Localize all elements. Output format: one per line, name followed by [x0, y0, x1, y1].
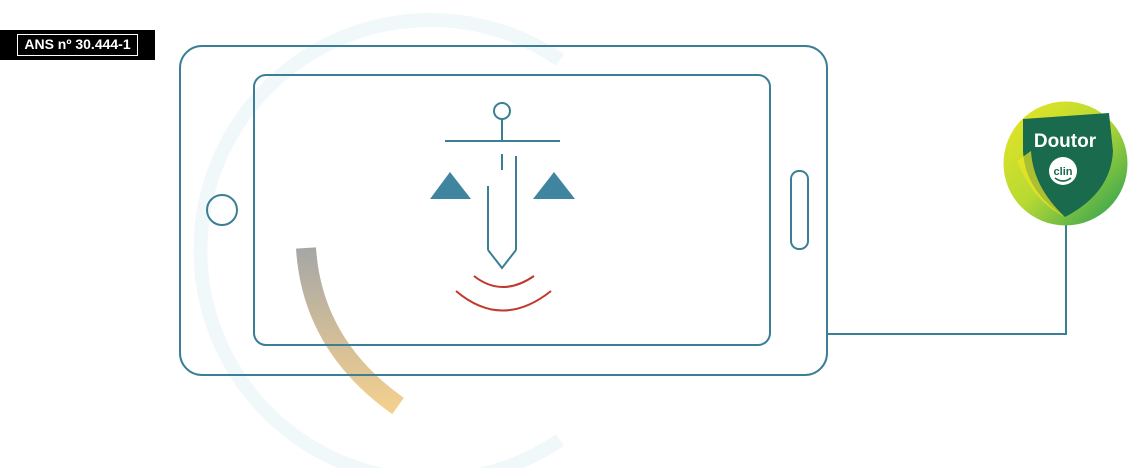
phone-side-button [790, 170, 809, 250]
doutor-clin-logo: Doutor clin [1003, 101, 1128, 226]
phone-screen [253, 74, 771, 346]
ans-registration-badge: ANS nº 30.444-1 [0, 30, 155, 60]
phone-home-button [206, 194, 238, 226]
phone-body [179, 45, 828, 376]
scales-of-justice-icon [430, 102, 575, 270]
signal-waves-icon [455, 275, 552, 312]
background-arc [193, 13, 564, 468]
logo-text-clin: clin [1054, 166, 1073, 178]
ans-registration-text: ANS nº 30.444-1 [17, 34, 138, 56]
connector-line [827, 223, 1067, 335]
logo-text-doutor: Doutor [1034, 131, 1097, 152]
accent-arc [296, 247, 404, 415]
